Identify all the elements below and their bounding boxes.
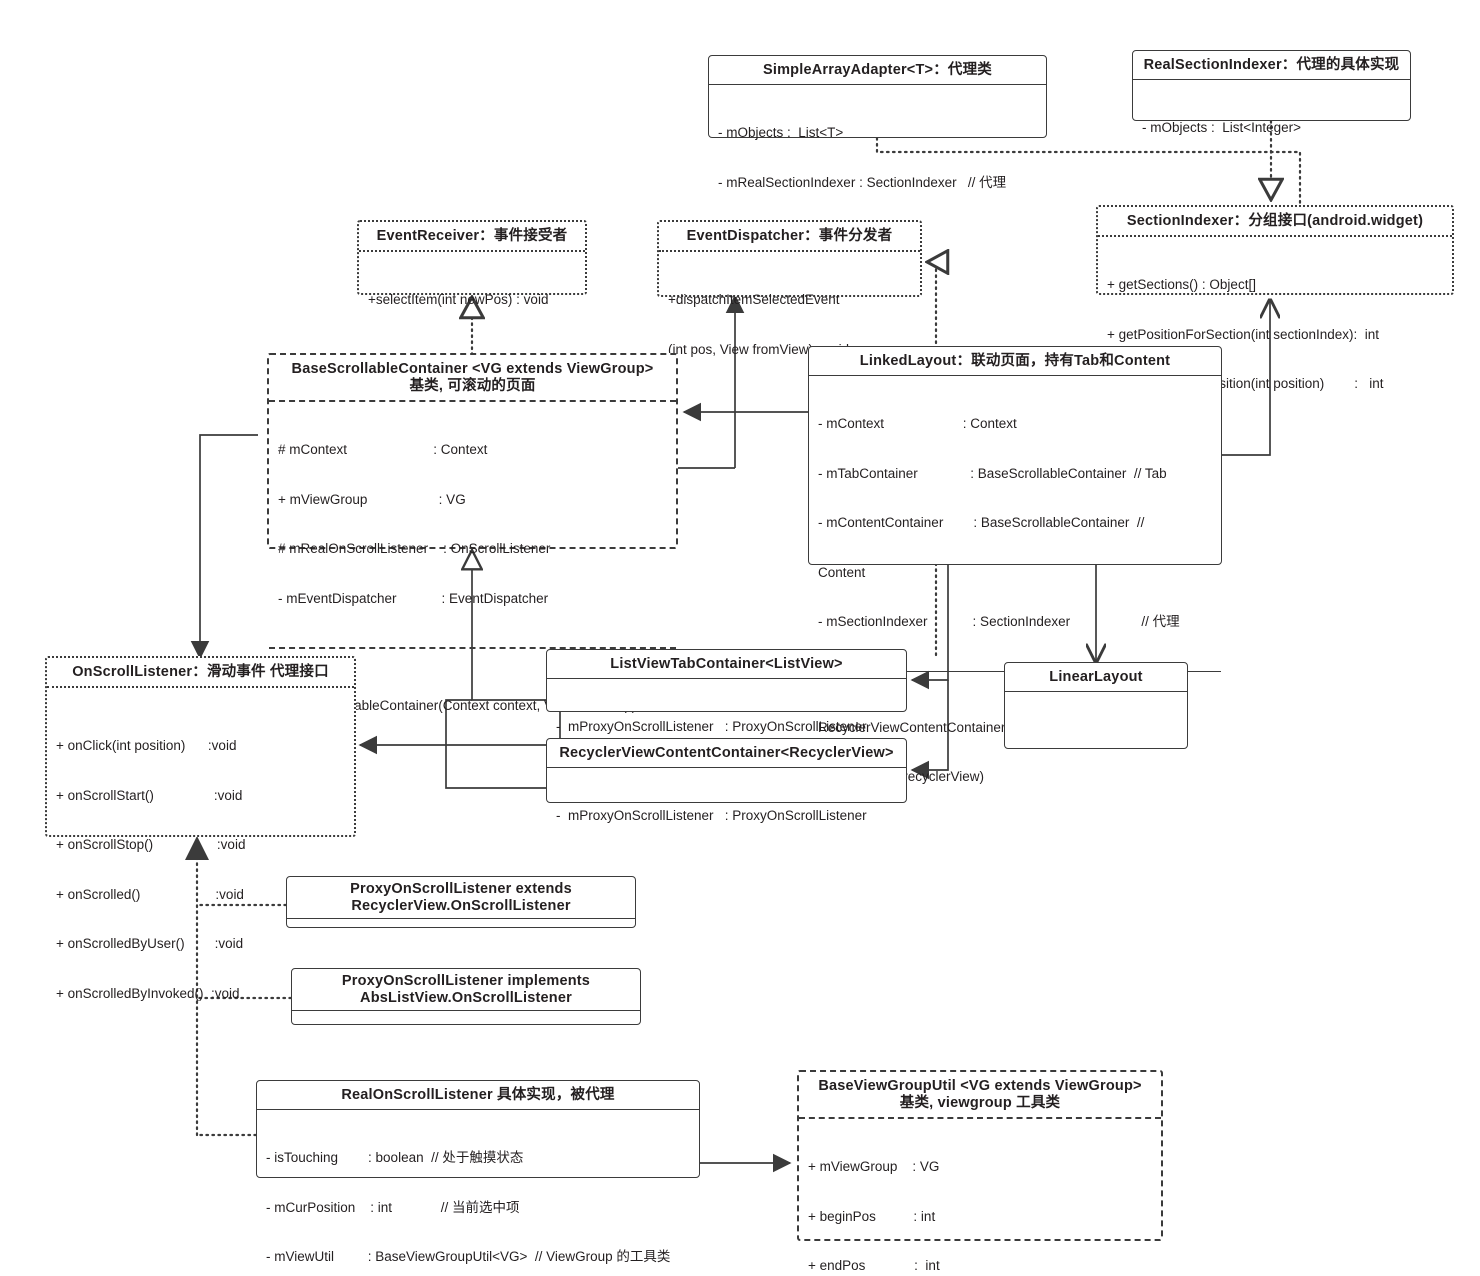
attribute-row: - mCurPosition : int // 当前选中项 <box>266 1199 520 1215</box>
class-section-indexer[interactable]: SectionIndexer：分组接口(android.widget) + ge… <box>1096 205 1454 391</box>
class-base-view-group-util[interactable]: BaseViewGroupUtil <VG extends ViewGroup>… <box>797 1070 1163 1273</box>
attribute-row: - mTabContainer : BaseScrollableContaine… <box>818 465 1167 481</box>
class-proxy-on-scroll-listener-implements[interactable]: ProxyOnScrollListener implements AbsList… <box>291 968 641 1025</box>
methods-compartment: +dispatchItemSelectedEvent (int pos, Vie… <box>659 252 920 398</box>
class-title: RealOnScrollListener 具体实现，被代理 <box>257 1081 699 1110</box>
attribute-row: - isTouching : boolean // 处于触摸状态 <box>266 1150 524 1165</box>
class-linear-layout[interactable]: LinearLayout <box>1004 662 1188 749</box>
class-title-line2: 基类, 可滚动的页面 <box>409 378 536 394</box>
class-title: SectionIndexer：分组接口(android.widget) <box>1098 207 1452 237</box>
class-base-scrollable-container[interactable]: BaseScrollableContainer <VG extends View… <box>267 353 678 713</box>
attribute-row: - mProxyOnScrollListener : ProxyOnScroll… <box>556 808 867 823</box>
edge-basecontainer-to-onscrolllistener <box>190 434 258 660</box>
method-row: + onScrollStop() :void <box>56 837 246 852</box>
attribute-row: - mSectionIndexer : SectionIndexer // 代理 <box>818 614 1180 629</box>
attributes-compartment: - mProxyOnScrollListener : ProxyOnScroll… <box>547 768 906 865</box>
class-simple-array-adapter[interactable]: SimpleArrayAdapter<T>：代理类 - mObjects : L… <box>708 55 1047 190</box>
method-row: +selectItem(int newPos) : void <box>368 292 549 307</box>
class-linked-layout[interactable]: LinkedLayout：联动页面，持有Tab和Content - mConte… <box>808 346 1222 784</box>
attribute-row: - mProxyOnScrollListener : ProxyOnScroll… <box>556 719 867 734</box>
attribute-row: + mViewGroup : VG <box>278 491 466 507</box>
method-row: + getSections() : Object[] <box>1107 277 1256 292</box>
class-proxy-on-scroll-listener-extends[interactable]: ProxyOnScrollListener extends RecyclerVi… <box>286 876 636 928</box>
class-event-dispatcher[interactable]: EventDispatcher：事件分发者 +dispatchItemSelec… <box>657 220 922 357</box>
class-title-line1: BaseViewGroupUtil <VG extends ViewGroup> <box>818 1078 1142 1094</box>
methods-compartment: +selectItem(int newPos) : void <box>359 252 585 349</box>
attributes-compartment: - mObjects : List<T> - mRealSectionIndex… <box>709 85 1046 231</box>
method-row: + onClick(int position) :void <box>56 738 237 753</box>
method-row: +dispatchItemSelectedEvent <box>668 292 840 307</box>
class-title: RealSectionIndexer：代理的具体实现 <box>1133 51 1410 80</box>
method-row: + onScrollStart() :void <box>56 787 243 803</box>
class-real-section-indexer[interactable]: RealSectionIndexer：代理的具体实现 - mObjects : … <box>1132 50 1411 135</box>
class-title: EventDispatcher：事件分发者 <box>659 222 920 252</box>
class-real-on-scroll-listener[interactable]: RealOnScrollListener 具体实现，被代理 - isTouchi… <box>256 1080 700 1264</box>
body-compartment <box>292 1011 640 1091</box>
attributes-compartment: - isTouching : boolean // 处于触摸状态 - mCurP… <box>257 1110 699 1276</box>
method-row: + onScrolled() :void <box>56 886 244 902</box>
class-title: BaseViewGroupUtil <VG extends ViewGroup>… <box>799 1072 1161 1119</box>
attribute-row: - mEventDispatcher : EventDispatcher <box>278 590 549 606</box>
method-row: + getPositionForSection(int sectionIndex… <box>1107 326 1380 342</box>
class-title-line2: RecyclerView.OnScrollListener <box>351 898 571 914</box>
class-title-line1: ProxyOnScrollListener extends <box>350 881 572 897</box>
class-title: EventReceiver：事件接受者 <box>359 222 585 252</box>
attribute-row: # mRealOnScrollListener : OnScrollListen… <box>278 541 551 556</box>
attributes-compartment <box>1005 692 1187 772</box>
class-title: SimpleArrayAdapter<T>：代理类 <box>709 56 1046 85</box>
attribute-row: - mRealSectionIndexer : SectionIndexer /… <box>718 174 1007 190</box>
method-row: + onScrolledByInvoked() :void <box>56 985 240 1001</box>
attribute-row: + beginPos : int <box>808 1208 936 1224</box>
class-recycler-view-content-container[interactable]: RecyclerViewContentContainer<RecyclerVie… <box>546 738 907 823</box>
class-on-scroll-listener[interactable]: OnScrollListener：滑动事件 代理接口 + onClick(int… <box>45 656 356 1001</box>
attribute-row: - mObjects : List<T> <box>718 125 844 140</box>
attributes-compartment: - mObjects : List<Integer> <box>1133 80 1410 177</box>
class-title: OnScrollListener：滑动事件 代理接口 <box>47 658 354 688</box>
class-title-line1: ProxyOnScrollListener implements <box>341 973 591 989</box>
attribute-row: + mViewGroup : VG <box>808 1159 940 1174</box>
attribute-row: - mContentContainer : BaseScrollableCont… <box>818 515 1145 530</box>
class-list-view-tab-container[interactable]: ListViewTabContainer<ListView> - mProxyO… <box>546 649 907 734</box>
attributes-compartment: # mContext : Context + mViewGroup : VG #… <box>269 402 676 647</box>
method-row: (int pos, View fromView) : void <box>668 341 850 357</box>
class-title: ProxyOnScrollListener extends RecyclerVi… <box>287 877 635 919</box>
method-row: + onScrolledByUser() :void <box>56 936 244 951</box>
attribute-row: - mContext : Context <box>818 416 1017 431</box>
attribute-row: - mViewUtil : BaseViewGroupUtil<VG> // V… <box>266 1249 671 1264</box>
attribute-row: - mObjects : List<Integer> <box>1142 120 1302 135</box>
class-title: ProxyOnScrollListener implements AbsList… <box>292 969 640 1011</box>
class-title-line1: BaseScrollableContainer <VG extends View… <box>291 361 654 377</box>
methods-compartment: + onClick(int position) :void + onScroll… <box>47 688 354 1042</box>
attribute-row: + endPos : int <box>808 1258 940 1273</box>
class-title: BaseScrollableContainer <VG extends View… <box>269 355 676 402</box>
class-title: LinearLayout <box>1005 663 1187 692</box>
class-title: RecyclerViewContentContainer<RecyclerVie… <box>547 739 906 768</box>
attributes-compartment: + mViewGroup : VG + beginPos : int + end… <box>799 1119 1161 1276</box>
class-title: LinkedLayout：联动页面，持有Tab和Content <box>809 347 1221 376</box>
class-title-line2: 基类, viewgroup 工具类 <box>899 1095 1061 1111</box>
class-title: ListViewTabContainer<ListView> <box>547 650 906 679</box>
class-event-receiver[interactable]: EventReceiver：事件接受者 +selectItem(int newP… <box>357 220 587 307</box>
attribute-row: Content <box>818 564 866 580</box>
attributes-compartment: - mContext : Context - mTabContainer : B… <box>809 376 1221 671</box>
class-title-line2: AbsListView.OnScrollListener <box>360 990 572 1006</box>
attributes-compartment: - mProxyOnScrollListener : ProxyOnScroll… <box>547 679 906 776</box>
attribute-row: # mContext : Context <box>278 442 488 457</box>
